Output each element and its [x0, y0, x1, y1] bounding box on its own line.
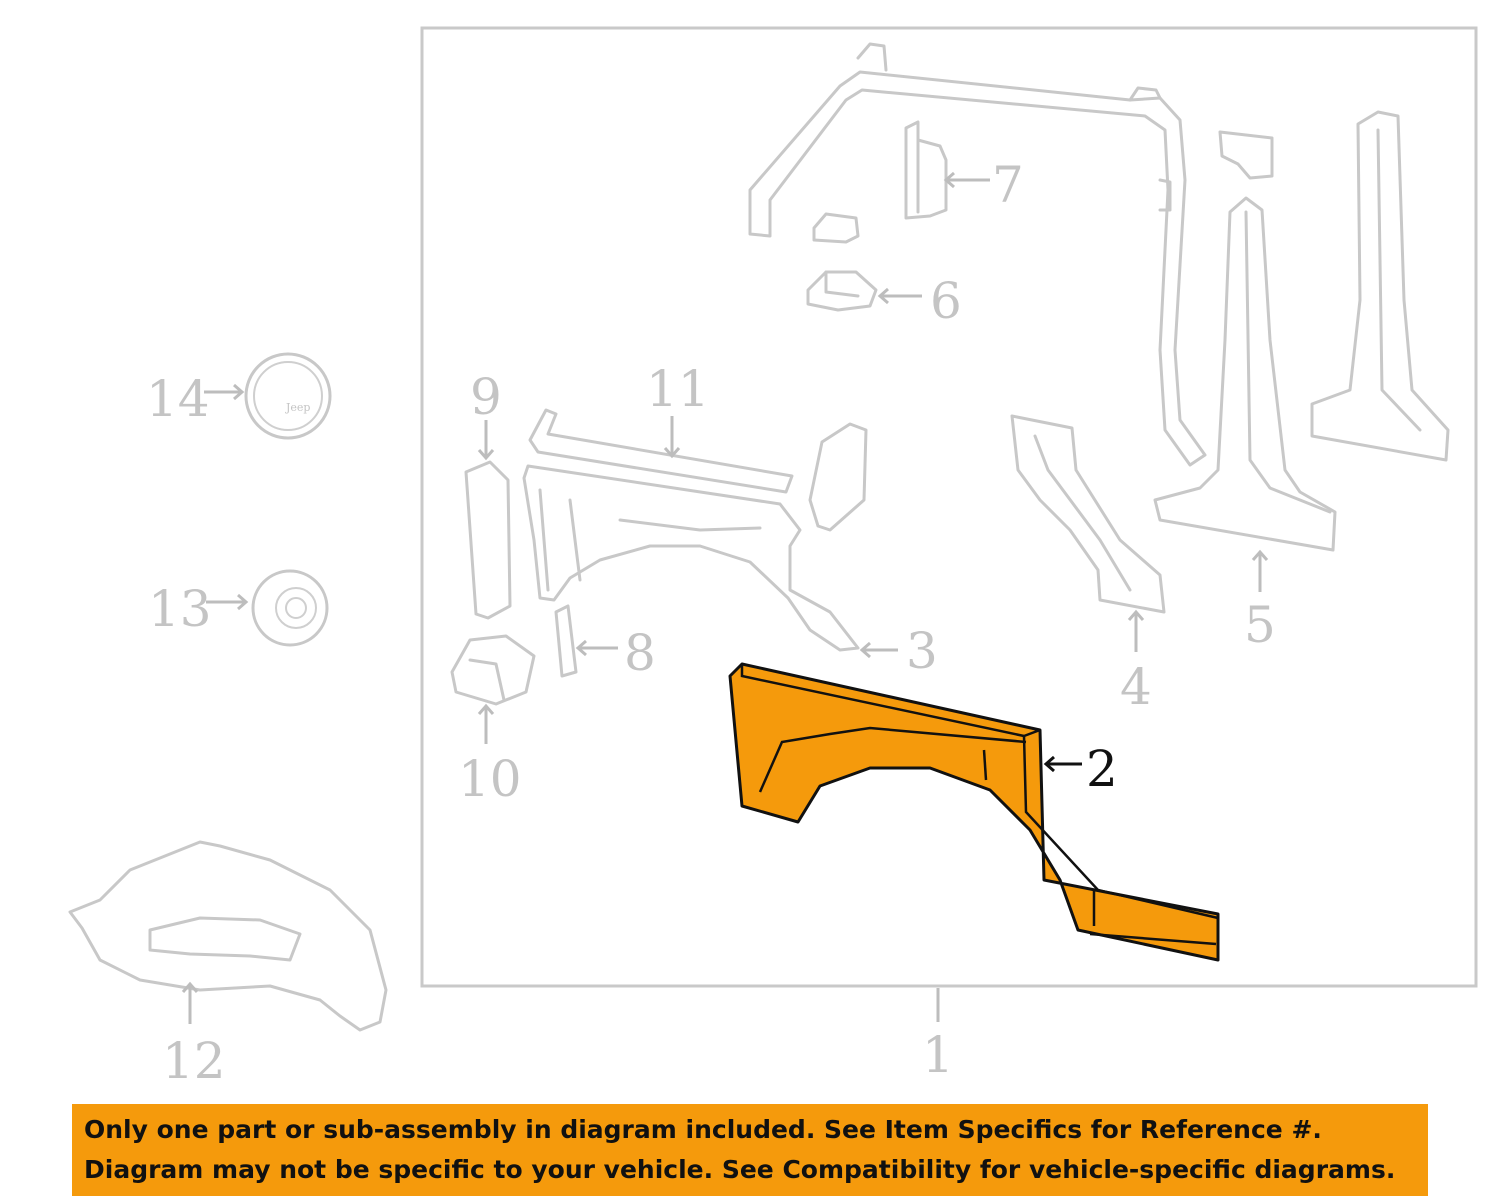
- callout-11: 11: [646, 360, 710, 418]
- part-11-rail[interactable]: [528, 408, 794, 494]
- callout-10: 10: [458, 750, 522, 808]
- callout-1: 1: [922, 1026, 954, 1084]
- part-pillar-cap[interactable]: [1218, 130, 1274, 180]
- callout-3: 3: [906, 622, 938, 680]
- part-3-quarter-inner[interactable]: [522, 464, 860, 652]
- disclaimer-line-2: Diagram may not be specific to your vehi…: [84, 1155, 1396, 1184]
- callout-12: 12: [162, 1032, 226, 1090]
- part-13-plug[interactable]: [251, 569, 329, 647]
- callout-6: 6: [930, 272, 962, 330]
- callout-9: 9: [470, 368, 502, 426]
- part-8-strip[interactable]: [554, 604, 578, 678]
- callout-4: 4: [1120, 658, 1152, 716]
- callout-arrows: [181, 171, 1269, 1024]
- callout-8: 8: [624, 624, 656, 682]
- part-6-mount[interactable]: [806, 270, 878, 312]
- part-roll-bar[interactable]: [748, 42, 1207, 467]
- part-2-quarter-outer-panel[interactable]: [728, 662, 1220, 962]
- part-7-bracket[interactable]: [904, 120, 948, 220]
- part-block[interactable]: [812, 212, 860, 244]
- disclaimer-banner: Only one part or sub-assembly in diagram…: [72, 1104, 1428, 1196]
- part-12-wheel-liner[interactable]: [68, 840, 388, 1032]
- callout-13: 13: [148, 580, 212, 638]
- part-14-badge[interactable]: Jeep: [244, 352, 332, 440]
- part-10-mount[interactable]: [450, 634, 536, 706]
- callout-5: 5: [1244, 596, 1276, 654]
- callout-2: 2: [1086, 740, 1118, 798]
- callout-14: 14: [146, 370, 210, 428]
- part-9-panel[interactable]: [464, 460, 512, 620]
- badge-logo-text: Jeep: [285, 401, 310, 414]
- callout-7: 7: [992, 156, 1024, 214]
- assembly-frame: [420, 26, 1478, 988]
- part-5-pillar[interactable]: [1153, 196, 1337, 552]
- part-bracket-upright[interactable]: [808, 422, 868, 532]
- part-4-wheelhouse-inner[interactable]: [1010, 414, 1166, 614]
- disclaimer-line-1: Only one part or sub-assembly in diagram…: [84, 1115, 1322, 1144]
- part-rear-pillar[interactable]: [1310, 110, 1450, 462]
